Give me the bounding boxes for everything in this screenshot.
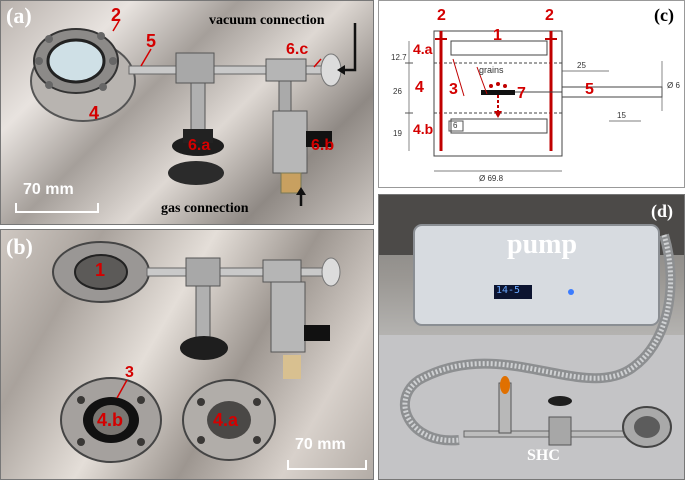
label-c-5: 5 [585, 81, 594, 98]
panel-c-label: (c) [654, 5, 674, 25]
label-c-3: 3 [449, 81, 458, 98]
scale-label-b: 70 mm [295, 436, 346, 453]
scale-label-a: 70 mm [23, 181, 74, 198]
pump-display [494, 285, 532, 299]
panel-d-label: (d) [651, 201, 673, 221]
label-2: 2 [111, 5, 122, 25]
valve-handle [306, 131, 332, 147]
panel-c-schematic: (c) 2 2 1 4.a 4 4.b 3 7 5 grains 12.7 26… [378, 0, 685, 188]
label-6c: 6.c [286, 41, 309, 58]
panel-a-label: (a) [6, 3, 32, 28]
label-3: 3 [125, 364, 134, 381]
sample-holder [481, 90, 515, 95]
panel-b-label: (b) [6, 234, 33, 259]
vacuum-connection-label: vacuum connection [209, 13, 325, 28]
ball-valve [272, 110, 308, 174]
dim-19: 19 [393, 129, 402, 138]
shc-label: SHC [527, 447, 560, 464]
label-6a: 6.a [188, 137, 211, 154]
panel-b-photo: (b) 1 3 4.b 4.a 70 mm [0, 229, 374, 480]
label-c-4a: 4.a [413, 41, 433, 57]
label-1: 1 [95, 260, 106, 280]
label-c-7: 7 [517, 85, 526, 102]
label-4b: 4.b [97, 410, 124, 430]
schematic-drawing [405, 30, 663, 172]
grains-label: grains [479, 65, 504, 75]
dim-12-7: 12.7 [391, 53, 407, 62]
label-4a: 4.a [213, 410, 239, 430]
dim-15: 15 [617, 111, 626, 120]
dim-dia-69-8: Ø 69.8 [479, 174, 504, 183]
gas-connection-label: gas connection [161, 201, 249, 216]
panel-d-photo: (d) pump 14-5 SHC [378, 194, 685, 480]
label-c-4: 4 [415, 79, 424, 96]
label-c-1: 1 [493, 27, 502, 44]
label-c-4b: 4.b [413, 121, 434, 137]
panel-d-drawing [379, 195, 684, 479]
label-c-2-right: 2 [545, 7, 554, 24]
pump-label: pump [507, 229, 578, 260]
pump-housing [413, 224, 660, 326]
valve-block [175, 52, 215, 84]
panel-a-photo: (a) 2 5 4 6.a 6.b 6.c vacuum connection … [0, 0, 374, 225]
label-c-2-left: 2 [437, 7, 446, 24]
panel-a-drawing [30, 20, 357, 206]
viewport-window [46, 38, 106, 84]
label-4: 4 [89, 103, 100, 123]
scale-bar-a [15, 203, 99, 213]
dim-dia-6: Ø 6 [667, 81, 680, 90]
label-6b: 6.b [311, 137, 335, 154]
pump-display-value: 14-5 [496, 285, 521, 296]
scale-bar-b [287, 460, 367, 470]
label-5: 5 [146, 31, 157, 51]
dim-25: 25 [577, 61, 586, 70]
panel-b-drawing [52, 241, 341, 463]
dim-26: 26 [393, 87, 402, 96]
dim-6: 6 [453, 121, 458, 130]
